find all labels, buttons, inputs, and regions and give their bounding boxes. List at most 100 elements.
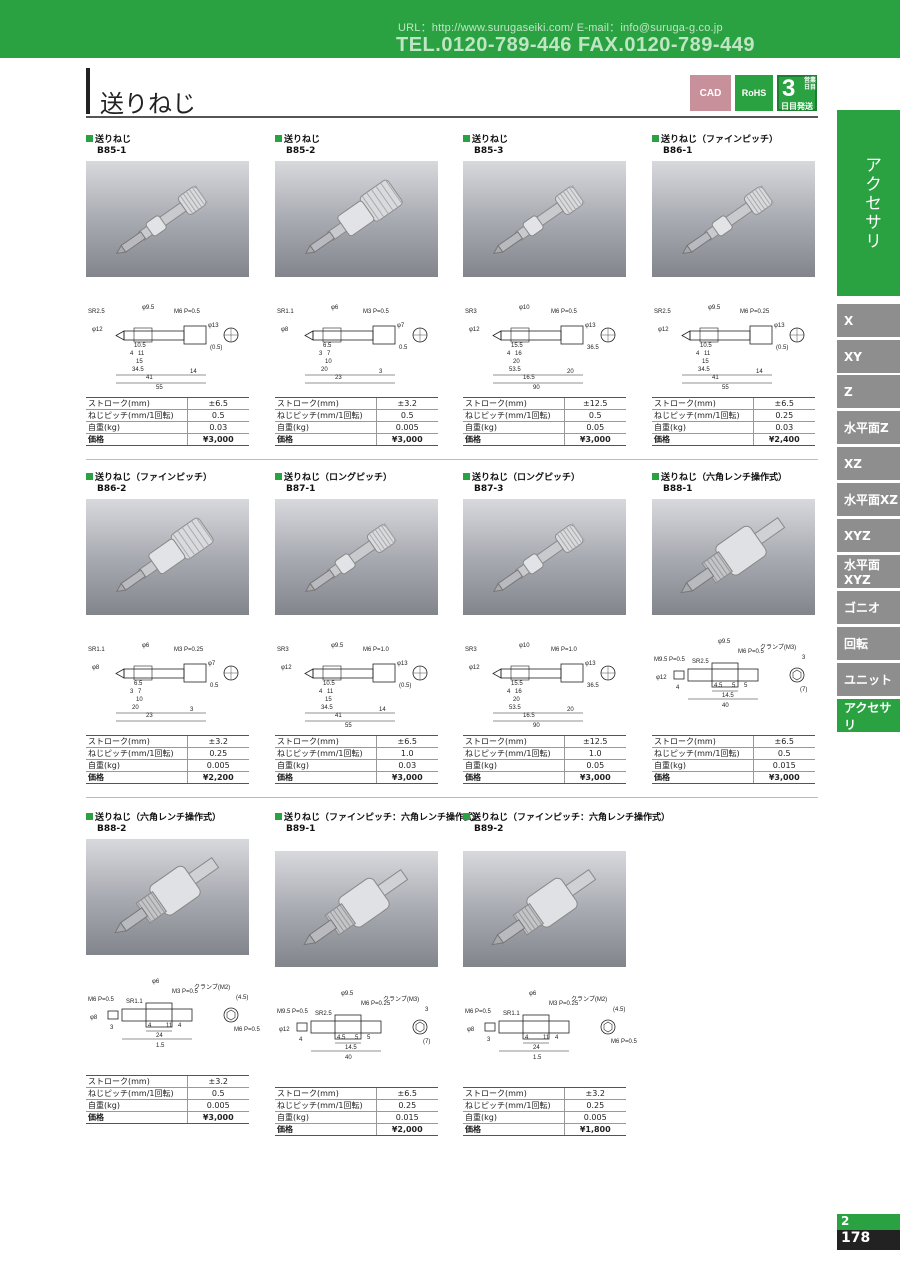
sidebar-main-tab[interactable]: アクセサリ [837,110,900,296]
sidebar-tab[interactable]: 回転 [837,627,900,660]
spec-row-weight: 自重(kg)0.03 [275,759,438,772]
dim-label-len: 10.5 [700,343,712,349]
dim-label-dia3: φ13 [585,661,596,667]
dim-label-dia3: φ13 [208,323,219,329]
sidebar-tab[interactable]: ユニット [837,663,900,696]
sidebar-tab[interactable]: ゴニオ [837,591,900,624]
sidebar-tab[interactable]: 水平面Z [837,411,900,444]
product-title: 送りねじ [95,135,132,145]
dim-label-len: 14.5 [345,1045,357,1051]
dim-label-dia2: φ6 [142,643,150,649]
dim-label-len: 20 [567,707,574,713]
dim-label-dia: φ12 [279,1027,290,1033]
page-number: 2 178 [837,1214,900,1272]
spec-label: 価格 [652,433,753,446]
dim-label-len: 4 [319,689,323,695]
dim-label-len: 6.5 [323,343,332,349]
product-title: 送りねじ（ロングピッチ） [472,473,581,483]
dim-label-len: 34.5 [321,705,333,711]
dim-label-len: 14 [379,707,386,713]
sidebar-main-label: アクセサリ [861,156,881,251]
dim-label-len: 34.5 [132,367,144,373]
sidebar-tab[interactable]: 水平面XYZ [837,555,900,588]
spec-value: 0.5 [752,747,815,760]
spec-row-stroke: ストローク(mm)±6.5 [652,397,815,410]
title-accent-bar [86,68,90,114]
sidebar-tab[interactable]: XZ [837,447,900,480]
bullet-square [86,135,93,142]
dim-label-len: 11 [327,689,334,695]
sidebar-tab[interactable]: X [837,304,900,337]
spec-label: ねじピッチ(mm/1回転) [463,747,564,760]
dim-label-len: 10 [325,359,332,365]
dim-label-len: 5 [367,1035,371,1041]
dim-label-len: 1.5 [533,1055,542,1061]
header-bar: URL：http://www.surugaseiki.com/ E-mail：i… [0,0,900,58]
product-photo [86,499,249,615]
dim-label-len: M6 P=0.5 [234,1027,261,1033]
spec-row-price: 価格¥3,000 [275,771,438,784]
dim-label-dia2: φ6 [331,305,339,311]
spec-row-stroke: ストローク(mm)±6.5 [86,397,249,410]
dim-label-len: 0.5 [399,345,408,351]
spec-value: ¥3,000 [563,771,626,784]
dim-label-len: 90 [533,385,540,391]
row-divider [86,797,818,798]
spec-value: ±6.5 [375,1087,438,1100]
spec-label: ストローク(mm) [463,735,564,748]
spec-value: 0.5 [375,409,438,422]
spec-row-price: 価格¥3,000 [86,433,249,446]
product-code: B89-1 [286,824,316,834]
spec-value: ¥3,000 [375,433,438,446]
spec-value: 1.0 [563,747,626,760]
dim-label-len: (0.5) [776,345,788,351]
sidebar-tab[interactable]: 水平面XZ [837,483,900,516]
screw-photo [681,184,775,255]
dim-label-dia3: φ13 [585,323,596,329]
sidebar-tab[interactable]: Z [837,375,900,408]
spec-label: ねじピッチ(mm/1回転) [463,1099,564,1112]
product-title: 送りねじ（ファインピッチ） [661,135,779,145]
bullet-square [275,135,282,142]
sidebar-tab[interactable]: XY [837,340,900,373]
dim-label-radius: SR1.1 [277,309,294,315]
dim-label-clamp: クランプ(M3) [383,996,419,1003]
spec-value: 0.25 [375,1099,438,1112]
cad-badge[interactable]: CAD [690,75,731,111]
dim-label-len: 7 [138,689,142,695]
dim-label-dia2: φ10 [519,643,530,649]
dim-label-thread: M3 P=0.25 [174,647,204,653]
spec-value: 0.03 [752,421,815,434]
spec-row-pitch: ねじピッチ(mm/1回転)0.5 [463,409,626,422]
product-photo [275,499,438,615]
dim-label-len: (4.5) [613,1007,625,1013]
ship-days-bottom: 日目発送 [781,102,813,111]
dim-label-thread: M3 P=0.5 [363,309,390,315]
spec-value: 0.015 [375,1111,438,1124]
spec-label: ストローク(mm) [86,735,187,748]
dim-label-len: 5 [732,683,736,689]
spec-value: ¥3,000 [186,1111,249,1124]
spec-row-weight: 自重(kg)0.03 [86,421,249,434]
spec-label: 自重(kg) [275,421,376,434]
spec-label: ストローク(mm) [86,1075,187,1088]
dim-label-len: 34.5 [698,367,710,373]
spec-value: 0.25 [752,409,815,422]
dim-label-thread2: M3 P=0.25 [549,1001,579,1007]
dim-label-dia3: φ13 [397,661,408,667]
product-title: 送りねじ（ロングピッチ） [284,473,393,483]
dim-label-len: 53.5 [509,367,521,373]
spec-row-weight: 自重(kg)0.005 [86,759,249,772]
dim-label-len: 3 [110,1025,114,1031]
dim-label-len: 5 [355,1035,359,1041]
dim-label-thread: M6 P=0.5 [551,309,578,315]
spec-label: 自重(kg) [463,421,564,434]
spec-label: 自重(kg) [275,1111,376,1124]
sidebar-tab[interactable]: アクセサリ [837,699,900,732]
page-number-text: 178 [837,1230,900,1250]
sidebar-tab[interactable]: XYZ [837,519,900,552]
